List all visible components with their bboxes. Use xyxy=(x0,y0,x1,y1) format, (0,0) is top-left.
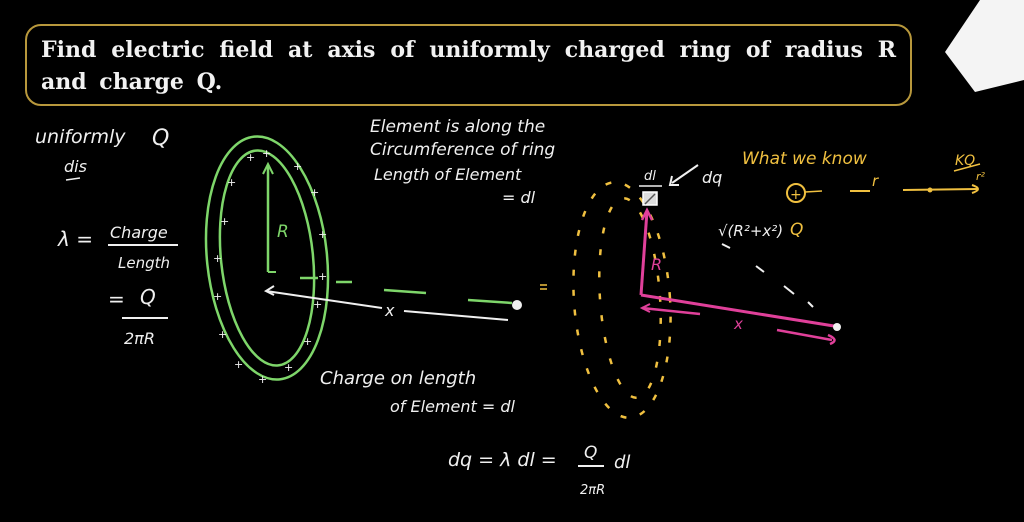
eq2-equals: = xyxy=(108,287,125,311)
radius-label: R xyxy=(277,222,289,242)
element-line1: Element is along the xyxy=(370,117,545,137)
dl-label: dl xyxy=(644,169,656,184)
element-line4: = dl xyxy=(502,188,536,207)
svg-text:+: + xyxy=(318,270,327,283)
dq-arrow xyxy=(671,164,699,184)
yellow-ring-diagram: dl dq R x √(R²+x²) xyxy=(572,164,841,420)
svg-text:+: + xyxy=(227,176,236,189)
dq-equation-numerator: Q xyxy=(584,443,597,463)
ring-inner xyxy=(218,149,316,367)
field-numerator: KQ xyxy=(955,153,975,169)
dq-equation-tail: dl xyxy=(614,452,630,473)
note-dis: dis xyxy=(64,157,87,176)
svg-text:+: + xyxy=(293,160,302,173)
corner-shape xyxy=(945,0,1024,92)
lambda-numerator: Charge xyxy=(110,223,168,242)
magenta-axis-line xyxy=(640,293,835,328)
magenta-radius xyxy=(639,210,649,296)
plus-charges: + + + + + + + + + + + + + + + + xyxy=(213,147,327,386)
charge-line1: Charge on length xyxy=(320,368,476,389)
field-denominator: r² xyxy=(976,170,986,183)
svg-text:+: + xyxy=(220,215,229,228)
svg-text:+: + xyxy=(284,361,293,374)
svg-text:+: + xyxy=(246,151,255,164)
svg-text:+: + xyxy=(258,373,267,386)
ring-outer xyxy=(204,135,330,381)
dq-equation-lhs: dq = λ dl = xyxy=(448,449,557,471)
point-charge-sign: + xyxy=(790,187,802,203)
svg-text:+: + xyxy=(262,147,271,160)
hypotenuse-dashes xyxy=(721,243,814,308)
lambda-lhs: λ = xyxy=(57,227,93,251)
note-q: Q xyxy=(152,126,169,151)
svg-text:+: + xyxy=(318,228,327,241)
eq2-denominator: 2πR xyxy=(124,329,155,348)
magenta-radius-label: R xyxy=(651,255,662,274)
notes-charge: Charge on length of Element = dl dq = λ … xyxy=(320,368,630,498)
charged-ring-diagram: + + + + + + + + + + + + + + + + R xyxy=(204,135,547,386)
magenta-x-label: x xyxy=(733,315,743,333)
question-box: Find electric field at axis of uniformly… xyxy=(25,24,912,106)
axis-point xyxy=(512,300,522,310)
question-text: Find electric field at axis of uniformly… xyxy=(41,37,896,95)
charge-line2: of Element = dl xyxy=(390,397,515,416)
lambda-denominator: Length xyxy=(118,254,170,272)
distance-label: x xyxy=(384,301,395,320)
dq-equation-denominator: 2πR xyxy=(580,483,605,498)
element-line2: Circumference of ring xyxy=(370,140,555,160)
svg-text:+: + xyxy=(313,298,322,311)
notes-element: Element is along the Circumference of ri… xyxy=(370,117,555,207)
distance-r-label: r xyxy=(872,172,879,190)
dq-label: dq xyxy=(702,168,722,187)
element-line3: Length of Element xyxy=(374,165,522,184)
distance-line-left xyxy=(265,290,383,309)
axis-dashes xyxy=(300,276,513,305)
field-point xyxy=(833,323,841,331)
hypotenuse-label: √(R²+x²) xyxy=(718,222,783,240)
svg-text:+: + xyxy=(310,186,319,199)
yellow-ring-inner xyxy=(598,196,662,400)
yellow-ring-outer xyxy=(572,180,672,420)
eq2-numerator: Q xyxy=(140,285,156,309)
svg-text:+: + xyxy=(213,290,222,303)
field-arrow xyxy=(902,188,979,191)
notes-left: uniformly Q dis λ = Charge Length = Q 2π… xyxy=(35,126,178,348)
point-charge-label: Q xyxy=(790,220,803,240)
svg-text:+: + xyxy=(303,335,312,348)
svg-text:+: + xyxy=(213,252,222,265)
what-we-know-title: What we know xyxy=(742,149,867,169)
distance-line-right xyxy=(403,310,509,321)
note-uniformly: uniformly xyxy=(35,126,126,148)
point-charge-circle xyxy=(786,183,806,203)
svg-text:+: + xyxy=(218,328,227,341)
svg-text:+: + xyxy=(234,358,243,371)
what-we-know: What we know + Q r KQ r² xyxy=(742,149,986,240)
